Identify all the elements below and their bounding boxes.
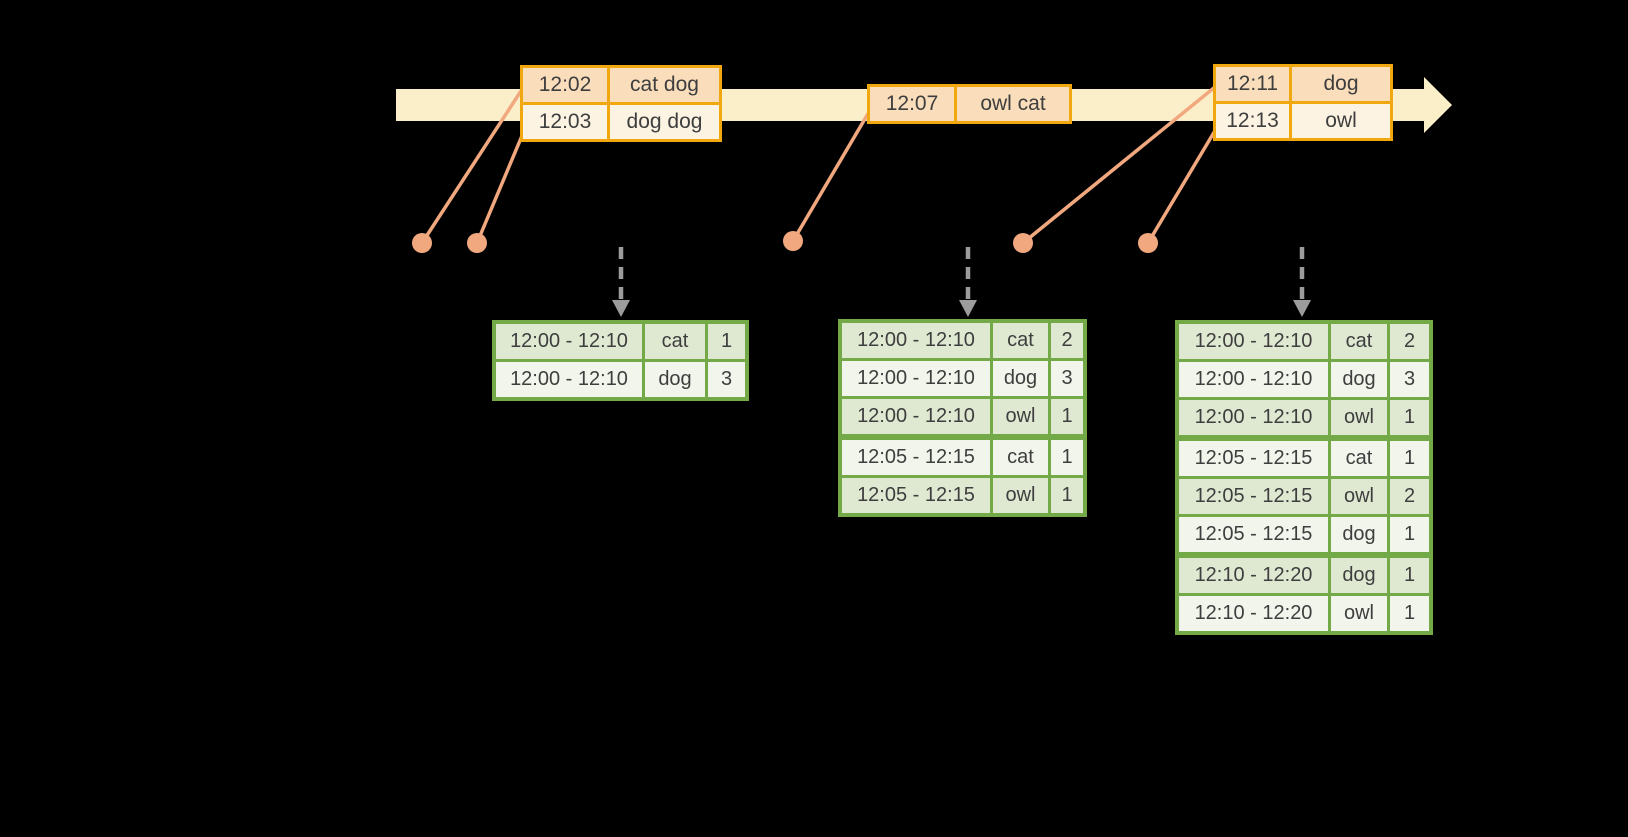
event-connector-line xyxy=(475,130,526,244)
window-cell: 12:10 - 12:20 xyxy=(1179,558,1328,593)
event-time-cell: 12:02 xyxy=(523,68,607,102)
word-cell: cat xyxy=(993,323,1048,358)
trigger-arrow-icon xyxy=(959,247,977,317)
event-dot-icon xyxy=(467,233,487,253)
window-cell: 12:05 - 12:15 xyxy=(1179,441,1328,476)
word-cell: dog xyxy=(1331,558,1387,593)
count-cell: 1 xyxy=(1051,440,1083,475)
word-cell: cat xyxy=(1331,324,1387,359)
window-cell: 12:00 - 12:10 xyxy=(842,361,990,396)
word-cell: dog xyxy=(993,361,1048,396)
window-cell: 12:00 - 12:10 xyxy=(496,324,642,359)
trigger-arrow-head xyxy=(612,300,630,317)
event-connector-line xyxy=(791,111,871,242)
event-connector-line xyxy=(420,90,523,244)
window-cell: 12:00 - 12:10 xyxy=(496,362,642,397)
event-connector-line xyxy=(1146,128,1218,244)
event-words-cell: owl cat xyxy=(957,87,1069,121)
word-cell: owl xyxy=(1331,400,1387,435)
event-connector-line xyxy=(1021,85,1217,245)
count-cell: 2 xyxy=(1051,323,1083,358)
event-dot-icon xyxy=(1013,233,1033,253)
count-cell: 1 xyxy=(1390,441,1429,476)
word-cell: dog xyxy=(1331,362,1387,397)
word-cell: dog xyxy=(1331,517,1387,552)
trigger-arrow-head xyxy=(1293,300,1311,317)
window-cell: 12:00 - 12:10 xyxy=(1179,324,1328,359)
word-cell: cat xyxy=(993,440,1048,475)
count-cell: 3 xyxy=(1390,362,1429,397)
count-cell: 1 xyxy=(1390,517,1429,552)
window-cell: 12:00 - 12:10 xyxy=(842,323,990,358)
event-time-cell: 12:11 xyxy=(1216,67,1289,101)
event-dot-icon xyxy=(783,231,803,251)
word-cell: owl xyxy=(1331,479,1387,514)
count-cell: 3 xyxy=(1051,361,1083,396)
window-cell: 12:10 - 12:20 xyxy=(1179,596,1328,631)
event-dot-icon xyxy=(1138,233,1158,253)
count-cell: 1 xyxy=(1051,399,1083,434)
event-words-cell: cat dog xyxy=(610,68,719,102)
word-cell: owl xyxy=(1331,596,1387,631)
window-cell: 12:05 - 12:15 xyxy=(1179,517,1328,552)
window-cell: 12:05 - 12:15 xyxy=(842,478,990,513)
window-cell: 12:00 - 12:10 xyxy=(1179,400,1328,435)
word-cell: owl xyxy=(993,399,1048,434)
count-cell: 1 xyxy=(1390,596,1429,631)
window-cell: 12:00 - 12:10 xyxy=(1179,362,1328,397)
event-time-cell: 12:03 xyxy=(523,105,607,139)
count-cell: 1 xyxy=(1390,400,1429,435)
window-cell: 12:05 - 12:15 xyxy=(1179,479,1328,514)
word-cell: cat xyxy=(645,324,705,359)
word-cell: cat xyxy=(1331,441,1387,476)
window-cell: 12:05 - 12:15 xyxy=(842,440,990,475)
count-cell: 1 xyxy=(1051,478,1083,513)
count-cell: 1 xyxy=(708,324,745,359)
trigger-arrow-icon xyxy=(612,247,630,317)
event-words-cell: dog dog xyxy=(610,105,719,139)
word-cell: owl xyxy=(993,478,1048,513)
count-cell: 3 xyxy=(708,362,745,397)
event-words-cell: owl xyxy=(1292,104,1390,138)
event-connectors xyxy=(412,85,1218,253)
trigger-arrow-icon xyxy=(1293,247,1311,317)
trigger-arrow-head xyxy=(959,300,977,317)
event-time-cell: 12:07 xyxy=(870,87,954,121)
count-cell: 1 xyxy=(1390,558,1429,593)
event-time-cell: 12:13 xyxy=(1216,104,1289,138)
count-cell: 2 xyxy=(1390,479,1429,514)
event-words-cell: dog xyxy=(1292,67,1390,101)
event-dot-icon xyxy=(412,233,432,253)
count-cell: 2 xyxy=(1390,324,1429,359)
word-cell: dog xyxy=(645,362,705,397)
window-cell: 12:00 - 12:10 xyxy=(842,399,990,434)
